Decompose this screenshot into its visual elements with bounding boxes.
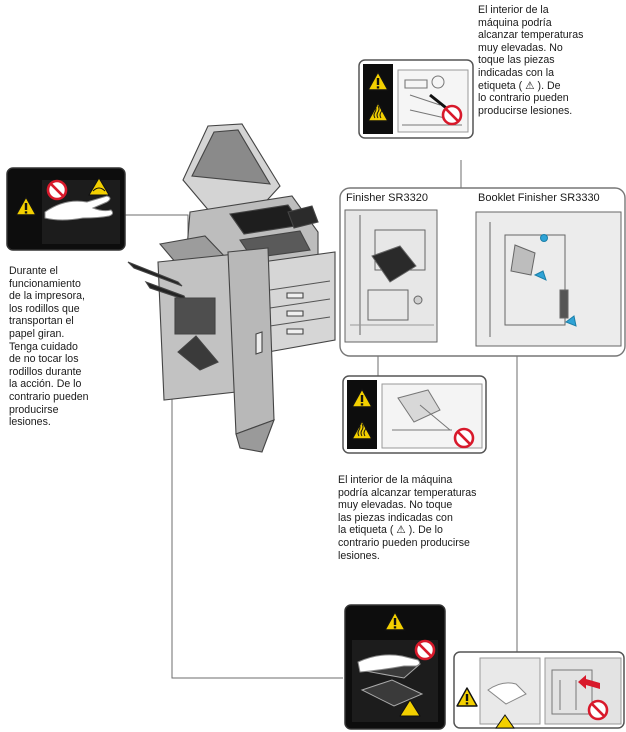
no-touch-icon bbox=[414, 639, 436, 661]
arrow-icon bbox=[578, 675, 600, 689]
left-warning-text: Durante el funcionamiento de la impresor… bbox=[9, 265, 89, 429]
bottom-right-warning-label-panel bbox=[453, 651, 625, 729]
middle-warning-text: El interior de la máquina podría alcanza… bbox=[338, 474, 477, 562]
pinch-hazard-icon bbox=[88, 177, 110, 196]
no-touch-icon bbox=[441, 104, 463, 126]
finisher-detail-box bbox=[339, 187, 626, 357]
no-touch-icon bbox=[46, 179, 68, 201]
finisher-sr3320-label: Finisher SR3320 bbox=[346, 192, 428, 204]
top-warning-text: El interior de la máquina podría alcanza… bbox=[478, 4, 584, 117]
middle-warning-label-panel bbox=[342, 375, 487, 454]
bottom-warning-label-panel bbox=[344, 604, 446, 730]
no-touch-icon bbox=[453, 427, 475, 449]
left-warning-label-panel bbox=[6, 167, 126, 251]
top-warning-label-panel bbox=[358, 59, 474, 139]
pinch-hazard-icon bbox=[399, 699, 421, 717]
printer-machine-illustration bbox=[127, 123, 336, 453]
no-touch-icon bbox=[587, 699, 609, 721]
booklet-finisher-sr3330-illustration bbox=[475, 211, 622, 347]
finisher-sr3320-illustration bbox=[344, 209, 438, 343]
booklet-finisher-sr3330-label: Booklet Finisher SR3330 bbox=[478, 192, 600, 204]
